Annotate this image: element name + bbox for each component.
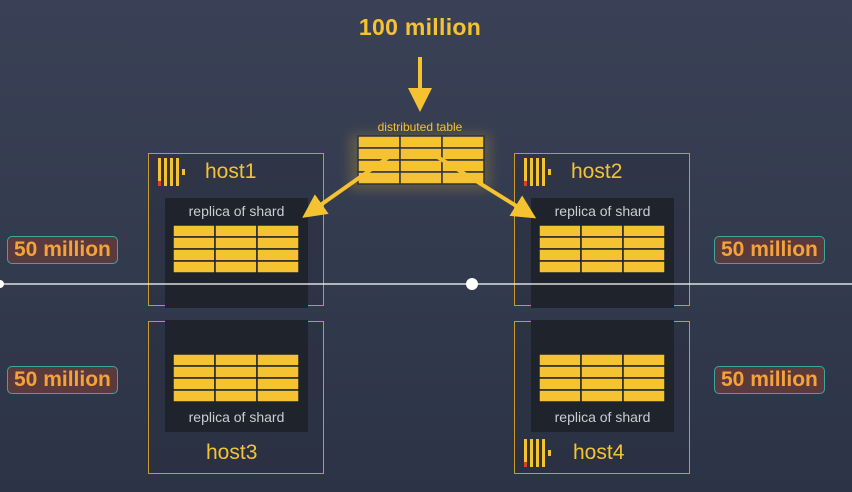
shard-table-host3 <box>172 353 300 403</box>
host2-label: host2 <box>571 160 623 183</box>
seek-start-dot <box>0 280 4 288</box>
badge-host3-rows: 50 million <box>7 366 118 394</box>
host1-label: host1 <box>205 160 257 183</box>
host4-label: host4 <box>573 441 625 464</box>
replica-label: replica of shard <box>554 409 651 425</box>
replica-label: replica of shard <box>188 203 285 219</box>
badge-host2-rows: 50 million <box>714 236 825 264</box>
clickhouse-logo-icon <box>158 158 185 186</box>
badge-host1-rows: 50 million <box>7 236 118 264</box>
arrow-right-icon <box>434 154 537 219</box>
seek-handle[interactable] <box>466 278 478 290</box>
replica-label: replica of shard <box>554 203 651 219</box>
replica-label: replica of shard <box>188 409 285 425</box>
distributed-table <box>357 135 485 185</box>
shard-table-host1 <box>172 224 300 274</box>
clickhouse-logo-icon <box>524 439 551 467</box>
clickhouse-logo-icon <box>524 158 551 186</box>
badge-host4-rows: 50 million <box>714 366 825 394</box>
shard-table-host4 <box>538 353 666 403</box>
arrow-left-icon <box>302 154 392 218</box>
host3-label: host3 <box>206 441 258 464</box>
shard-table-host2 <box>538 224 666 274</box>
distributed-table-label: distributed table <box>377 120 463 134</box>
total-rows-title: 100 million <box>358 14 482 40</box>
